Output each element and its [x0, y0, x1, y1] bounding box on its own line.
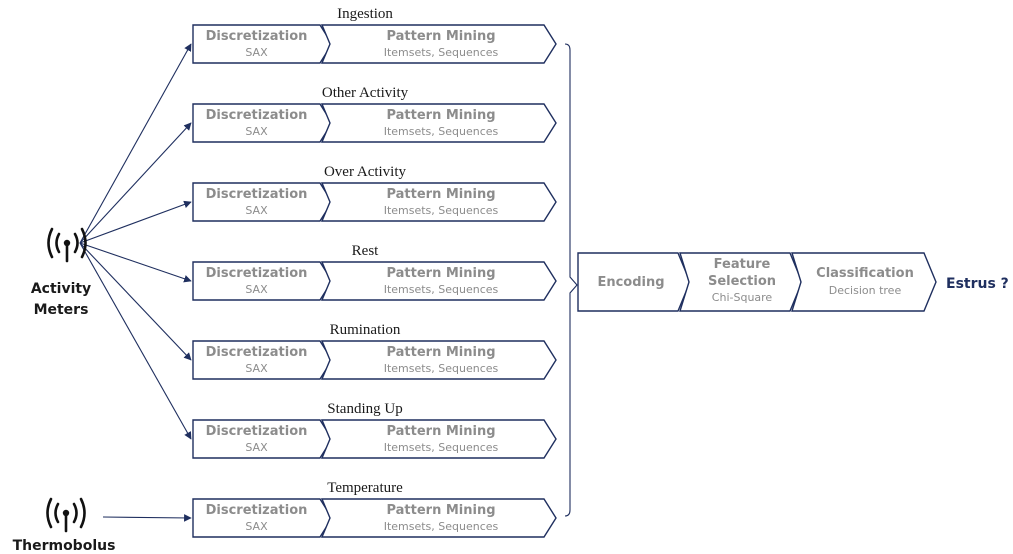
pipeline-title: Temperature — [327, 480, 403, 496]
final-step-title-line2: Selection — [708, 274, 776, 289]
pattern-mining-step-box — [320, 498, 557, 538]
sensor-to-pipeline-arrow — [102, 514, 192, 522]
sensor-to-pipeline-arrow — [79, 200, 192, 244]
discretization-step-subtitle: SAX — [245, 46, 268, 59]
final-step-title: Feature — [714, 257, 771, 272]
pattern-mining-step-title: Pattern Mining — [386, 345, 495, 360]
pattern-mining-step-box — [320, 182, 557, 222]
pattern-mining-step-subtitle: Itemsets, Sequences — [384, 520, 499, 533]
final-step-subtitle: Decision tree — [829, 284, 902, 297]
final-step-box — [679, 252, 803, 312]
sensor-to-pipeline-arrow — [79, 242, 192, 283]
sensor-to-pipeline-arrow — [79, 242, 192, 440]
output-label: Estrus ? — [946, 276, 1009, 292]
pattern-mining-step-box — [320, 340, 557, 380]
final-step-box — [791, 252, 937, 312]
sensor-to-pipeline-arrow — [79, 242, 192, 361]
discretization-step-subtitle: SAX — [245, 125, 268, 138]
antenna-icon — [46, 497, 86, 533]
discretization-step-title: Discretization — [206, 503, 308, 518]
connector-edges — [79, 43, 192, 522]
pipeline-title: Ingestion — [337, 6, 393, 22]
pattern-mining-step-box — [320, 419, 557, 459]
discretization-step-subtitle: SAX — [245, 441, 268, 454]
discretization-step-title: Discretization — [206, 424, 308, 439]
discretization-step-subtitle: SAX — [245, 520, 268, 533]
sensor-label: Meters — [34, 302, 89, 318]
pattern-mining-step-subtitle: Itemsets, Sequences — [384, 362, 499, 375]
pattern-mining-step-box — [320, 24, 557, 64]
final-step-title: Encoding — [597, 275, 664, 290]
final-step: Encoding — [577, 252, 691, 312]
merge-brace — [564, 43, 578, 517]
pattern-mining-step-title: Pattern Mining — [386, 424, 495, 439]
pattern-mining-step-title: Pattern Mining — [386, 503, 495, 518]
pattern-mining-step-title: Pattern Mining — [386, 108, 495, 123]
sensor-label: Thermobolus — [13, 538, 116, 554]
final-step-title: Classification — [816, 266, 914, 281]
pattern-mining-step-subtitle: Itemsets, Sequences — [384, 125, 499, 138]
pattern-mining-step-title: Pattern Mining — [386, 266, 495, 281]
pipeline-title: Standing Up — [327, 401, 402, 417]
pattern-mining-step-title: Pattern Mining — [386, 29, 495, 44]
final-stage: EncodingFeatureSelectionChi-SquareClassi… — [577, 252, 1009, 312]
sensor-to-pipeline-arrow — [79, 122, 192, 244]
discretization-step-title: Discretization — [206, 266, 308, 281]
pipeline-title: Rest — [352, 243, 380, 259]
antenna-icon — [47, 227, 87, 263]
discretization-step-subtitle: SAX — [245, 362, 268, 375]
discretization-step-subtitle: SAX — [245, 283, 268, 296]
merge-brace-shape — [564, 43, 578, 517]
pattern-mining-step-box — [320, 261, 557, 301]
final-step-subtitle: Chi-Square — [712, 291, 773, 304]
pipeline-title: Over Activity — [324, 164, 407, 180]
pattern-mining-step-title: Pattern Mining — [386, 187, 495, 202]
discretization-step-subtitle: SAX — [245, 204, 268, 217]
pattern-mining-step-subtitle: Itemsets, Sequences — [384, 46, 499, 59]
pattern-mining-step-box — [320, 103, 557, 143]
pattern-mining-step-subtitle: Itemsets, Sequences — [384, 283, 499, 296]
pattern-mining-step-subtitle: Itemsets, Sequences — [384, 204, 499, 217]
discretization-step-title: Discretization — [206, 108, 308, 123]
pipeline-title: Rumination — [330, 322, 401, 338]
discretization-step-title: Discretization — [206, 29, 308, 44]
pipeline-title: Other Activity — [322, 85, 409, 101]
discretization-step-title: Discretization — [206, 345, 308, 360]
pattern-mining-step-subtitle: Itemsets, Sequences — [384, 441, 499, 454]
discretization-step-title: Discretization — [206, 187, 308, 202]
sensor-to-pipeline-arrow — [79, 43, 192, 244]
sensor-label: Activity — [31, 281, 91, 297]
